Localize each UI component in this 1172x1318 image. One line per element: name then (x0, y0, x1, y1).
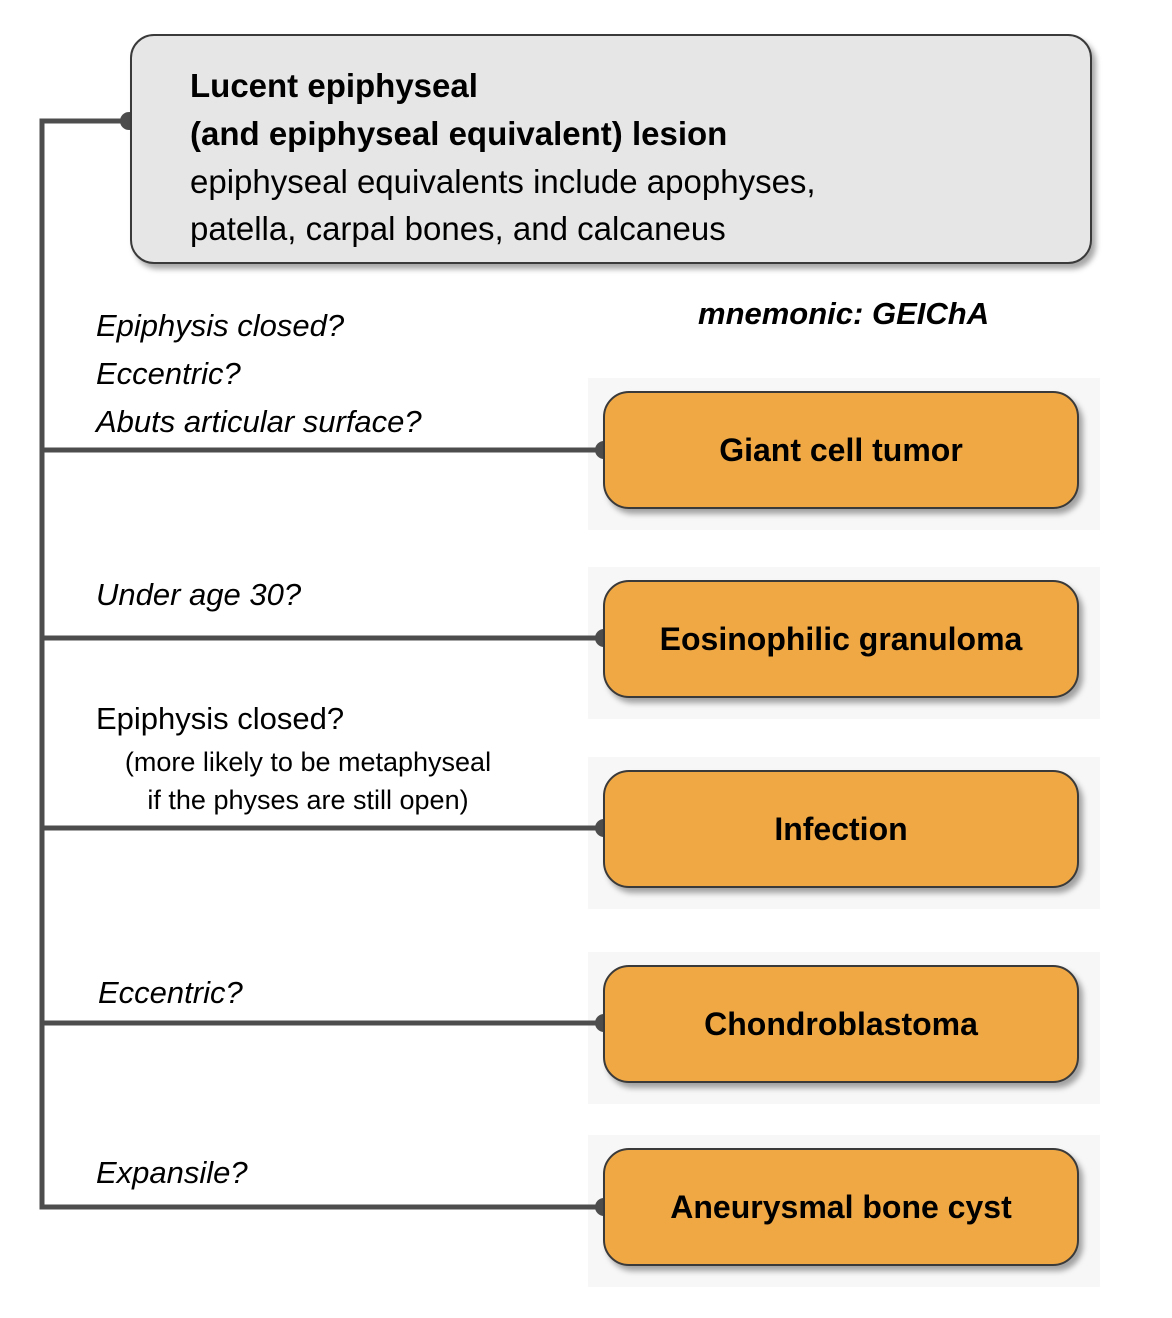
branch-question: Eccentric? (96, 356, 241, 391)
diagnosis-infection: Infection (603, 770, 1079, 888)
branch-question: Expansile? (96, 1155, 248, 1190)
root-subtitle-line1: epiphyseal equivalents include apophyses… (190, 163, 816, 200)
root-title-line1: Lucent epiphyseal (190, 67, 478, 104)
root-subtitle-line2: patella, carpal bones, and calcaneus (190, 210, 726, 247)
branch-note-line1: (more likely to be metaphyseal (124, 747, 492, 777)
branch-note-line2: if the physes are still open) (147, 785, 469, 815)
branch-question-block: Epiphysis closed? (more likely to be met… (96, 696, 520, 818)
root-title-line2: (and epiphyseal equivalent) lesion (190, 115, 728, 152)
branch-question: Abuts articular surface? (96, 404, 422, 439)
branch-question: Epiphysis closed? (96, 308, 345, 343)
branch-question: Under age 30? (96, 577, 302, 612)
root-lesion-box: Lucent epiphyseal (and epiphyseal equiva… (130, 34, 1092, 264)
diagnosis-eosinophilic-granuloma: Eosinophilic granuloma (603, 580, 1079, 698)
diagnosis-aneurysmal-bone-cyst: Aneurysmal bone cyst (603, 1148, 1079, 1266)
branch-question: Eccentric? (98, 975, 243, 1010)
diagnosis-giant-cell-tumor: Giant cell tumor (603, 391, 1079, 509)
diagnosis-chondroblastoma: Chondroblastoma (603, 965, 1079, 1083)
mnemonic-label: mnemonic: GEIChA (698, 296, 990, 331)
branch-question: Epiphysis closed? (96, 701, 345, 736)
